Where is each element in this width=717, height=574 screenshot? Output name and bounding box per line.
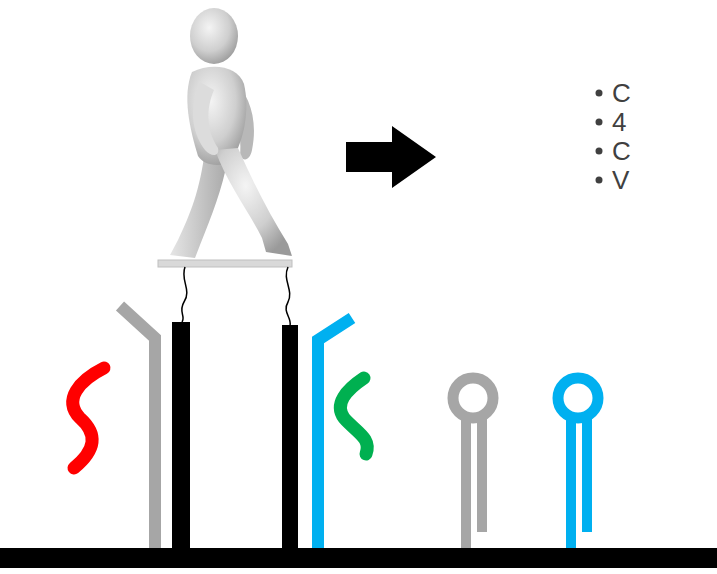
bullet [596,148,603,155]
hairpin-stem [566,416,576,550]
figure-head [190,8,238,64]
bullet [596,177,603,184]
right-arrow [346,126,436,188]
black-strand [282,325,298,550]
bullet-text: C [612,136,631,166]
bullet-text: 4 [612,107,626,137]
bullet [596,119,603,126]
surface-bar [0,548,717,568]
hairpin-loop [558,378,598,418]
bullet-text: V [612,165,629,195]
walking-figure [158,8,292,267]
figure-leg [215,148,292,256]
platform [158,260,292,267]
figure-arm [193,82,218,155]
blue-hairpin [558,378,598,550]
bullet-text: C [612,78,631,108]
grey-hairpin [453,378,493,550]
tether-wire [286,267,290,325]
grey-strand [120,306,155,550]
black-strand [172,322,190,550]
hairpin-stem [582,416,592,532]
tether-wire [182,267,187,322]
hairpin-stem [461,416,471,550]
hairpin-loop [453,378,493,418]
red-strand [73,368,104,468]
green-strand [340,378,367,454]
blue-strand [318,318,352,550]
figure-leg [170,150,228,258]
bullet [596,90,603,97]
hairpin-stem [477,416,487,532]
